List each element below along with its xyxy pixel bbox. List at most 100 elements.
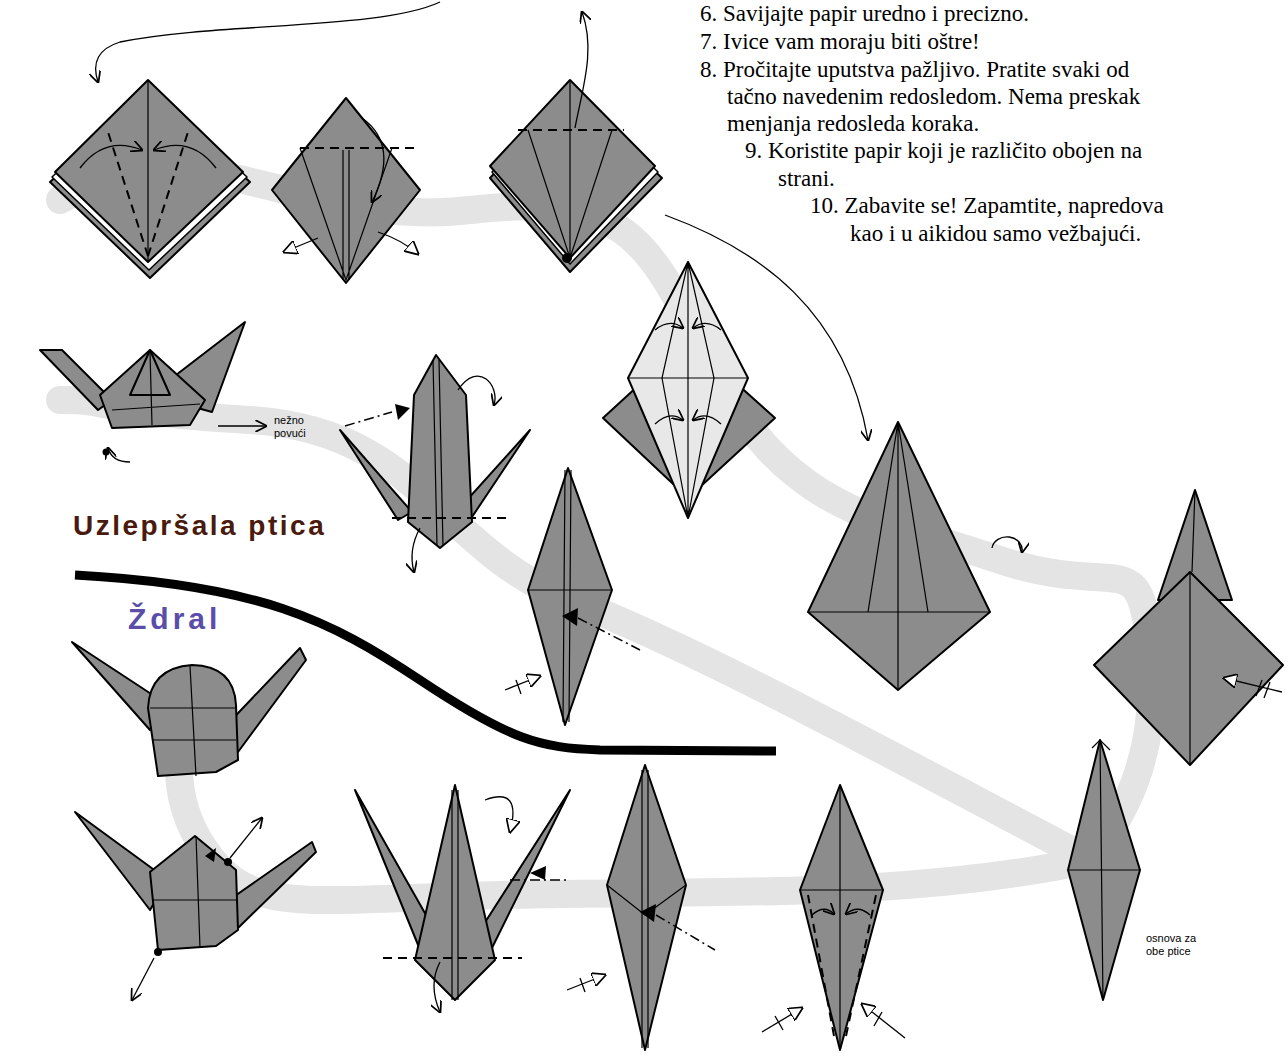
label-text: 8. Pročitajte uputstva pažljivo. Pratite… <box>700 57 1129 82</box>
fold-step-part <box>992 537 1022 552</box>
fold-step-part <box>528 470 612 722</box>
fold-step <box>603 262 775 518</box>
fold-step-part <box>300 148 392 280</box>
crane-step-part <box>132 958 154 1000</box>
fold-step-part <box>693 323 721 330</box>
instruction-line: 9. Koristite papir koji je različito obo… <box>745 137 1142 164</box>
flapping-bird <box>40 322 266 462</box>
label-text: strani. <box>778 166 835 191</box>
fold-step <box>808 422 1022 690</box>
crane-figure-part <box>150 666 236 776</box>
instruction-line: 7. Ivice vam moraju biti oštre! <box>700 28 980 55</box>
fold-step-part <box>1224 678 1282 692</box>
label-text: osnova za obe ptice <box>1146 932 1196 957</box>
instruction-line: tačno navedenim redosledom. Nema preskak <box>727 83 1140 110</box>
fold-step-part <box>528 468 612 725</box>
fold-step-part <box>80 145 142 168</box>
fold-step-part <box>562 608 578 626</box>
instruction-line: strani. <box>778 165 835 192</box>
fold-step-part <box>108 132 188 256</box>
fold-step-part <box>392 517 512 519</box>
fold-step-part <box>528 80 612 258</box>
fold-step-part <box>345 412 392 426</box>
crane-figure <box>72 642 306 776</box>
fold-step-part <box>434 962 440 1012</box>
fold-step-part <box>490 80 655 258</box>
flapping-bird-part <box>108 448 130 462</box>
fold-step-part <box>567 975 605 990</box>
crane-step-part <box>230 818 262 858</box>
label-text: Ždral <box>128 602 221 635</box>
label-text: 9. Koristite papir koji je različito obo… <box>745 138 1142 163</box>
fold-step-part <box>628 262 748 518</box>
label-text: menjanja redosleda koraka. <box>727 111 979 136</box>
instruction-line: 10. Zabavite se! Zapamtite, napredova <box>810 192 1164 219</box>
crane-step-part <box>150 836 238 950</box>
fold-step-part <box>578 618 640 650</box>
fold-step-part <box>655 416 683 424</box>
fold-step-part <box>530 866 546 880</box>
instruction-line: menjanja redosleda koraka. <box>727 110 979 137</box>
fold-step-part <box>607 765 686 1050</box>
crane-step-part <box>154 948 162 956</box>
instruction-line: 8. Pročitajte uputstva pažljivo. Pratite… <box>700 56 1129 83</box>
fold-step <box>762 785 905 1050</box>
fold-step-part <box>693 416 721 424</box>
instruction-line: kao i u aikidou samo vežbajući. <box>850 220 1141 247</box>
label-text: Uzlepršala ptica <box>73 510 326 541</box>
flapping-bird-part <box>218 425 266 426</box>
fold-step-part <box>300 147 420 149</box>
fold-step-part <box>415 785 495 1000</box>
fold-step-part <box>808 422 990 690</box>
fold-step <box>1068 740 1140 1000</box>
label-text: 6. Savijajte papir uredno i precizno. <box>700 1 1029 26</box>
fold-step-part <box>562 253 572 263</box>
label-text: kao i u aikidou samo vežbajući. <box>850 221 1141 246</box>
label-text: 7. Ivice vam moraju biti oštre! <box>700 29 980 54</box>
step-note: nežno povući <box>274 414 324 440</box>
fold-step <box>272 98 420 283</box>
section-heading: Uzlepršala ptica <box>73 510 326 542</box>
section-heading: Ždral <box>128 602 221 636</box>
fold-step <box>1094 490 1283 765</box>
path-band-part <box>60 170 1152 860</box>
fold-step-part <box>272 98 420 283</box>
step-note: osnova za obe ptice <box>1146 932 1212 958</box>
fold-step-part <box>458 376 495 405</box>
fold-step <box>355 785 570 1012</box>
fold-step-part <box>383 957 522 959</box>
fold-step-part <box>147 80 148 262</box>
fold-step-part <box>516 680 521 694</box>
fold-step-part <box>812 909 834 915</box>
label-text: tačno navedenim redosledom. Nema preskak <box>727 84 1140 109</box>
fold-step-part <box>378 232 418 254</box>
fold-step-part <box>580 978 585 992</box>
fold-step-part <box>154 145 216 168</box>
fold-step-part <box>607 770 686 1048</box>
fold-step-part <box>340 430 412 520</box>
fold-step <box>490 12 662 272</box>
step-arrow-part <box>96 2 440 82</box>
fold-step-part <box>1256 680 1270 698</box>
fold-step-part <box>284 238 318 252</box>
fold-step <box>50 80 250 278</box>
fold-step-part <box>452 790 458 1000</box>
fold-step-part <box>575 12 588 128</box>
fold-step-part <box>518 129 624 131</box>
fold-step-part <box>485 797 513 832</box>
fold-step-part <box>1190 490 1195 765</box>
fold-step-part <box>395 404 410 420</box>
fold-step-part <box>1068 740 1140 1000</box>
fold-step <box>567 765 715 1050</box>
fold-step-part <box>808 895 876 1036</box>
fold-step-part <box>640 904 656 922</box>
fold-step-part <box>656 915 715 950</box>
fold-step-part <box>1068 740 1140 1000</box>
label-text: 10. Zabavite se! Zapamtite, napredova <box>810 193 1164 218</box>
path-band-part <box>60 400 1090 860</box>
fold-step-part <box>55 80 243 262</box>
crane-step-part <box>224 858 232 866</box>
label-text: nežno povući <box>274 414 306 439</box>
fold-step-part <box>808 422 990 690</box>
flapping-bird-part <box>100 350 205 428</box>
